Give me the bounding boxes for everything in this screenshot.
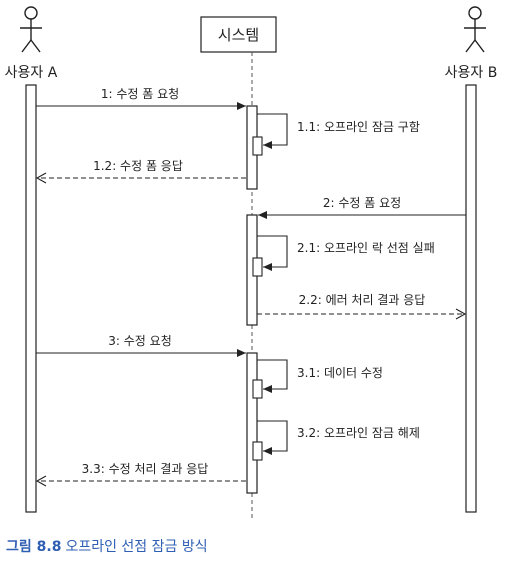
self-call-1-1-arrow [257,113,288,149]
self-call-3-1-arrow [257,359,288,393]
self-call-2-1-box [252,257,263,277]
self-call-3-2-box [252,441,263,461]
actor-a-label: 사용자 A [5,65,58,81]
actor-a-figure [20,6,42,53]
self-call-3-1-box [252,379,263,399]
self-call-3-2-label: 3.2: 오프라인 잠금 해제 [297,426,420,440]
self-call-3-2-arrow [257,420,288,455]
figure-title: 오프라인 선점 잠금 방식 [65,539,208,555]
message-1-label: 1: 수정 폼 요청 [101,87,179,101]
system-activation-3 [246,352,258,494]
figure-number: 그림 8.8 [6,539,62,555]
self-call-1-1-label: 1.1: 오프라인 잠금 구함 [297,120,420,134]
message-1-2-label: 1.2: 수정 폼 응답 [93,159,183,173]
actor-b-figure [464,6,486,53]
user-b-activation [465,84,477,513]
system-box [200,16,277,53]
actor-b-label: 사용자 B [445,65,498,81]
self-call-1-1-box [252,136,263,156]
message-3-3-label: 3.3: 수정 처리 결과 응답 [82,462,209,476]
self-call-2-1-arrow [257,235,288,271]
system-label: 시스템 [218,26,259,44]
user-a-activation [25,84,37,513]
message-3-label: 3: 수정 요청 [108,334,171,348]
self-call-2-1-label: 2.1: 오프라인 락 선점 실패 [297,241,435,255]
message-2-2-label: 2.2: 에러 처리 결과 응답 [299,293,426,307]
message-2-label: 2: 수정 폼 요정 [323,196,401,210]
self-call-3-1-label: 3.1: 데이터 수정 [297,366,383,380]
